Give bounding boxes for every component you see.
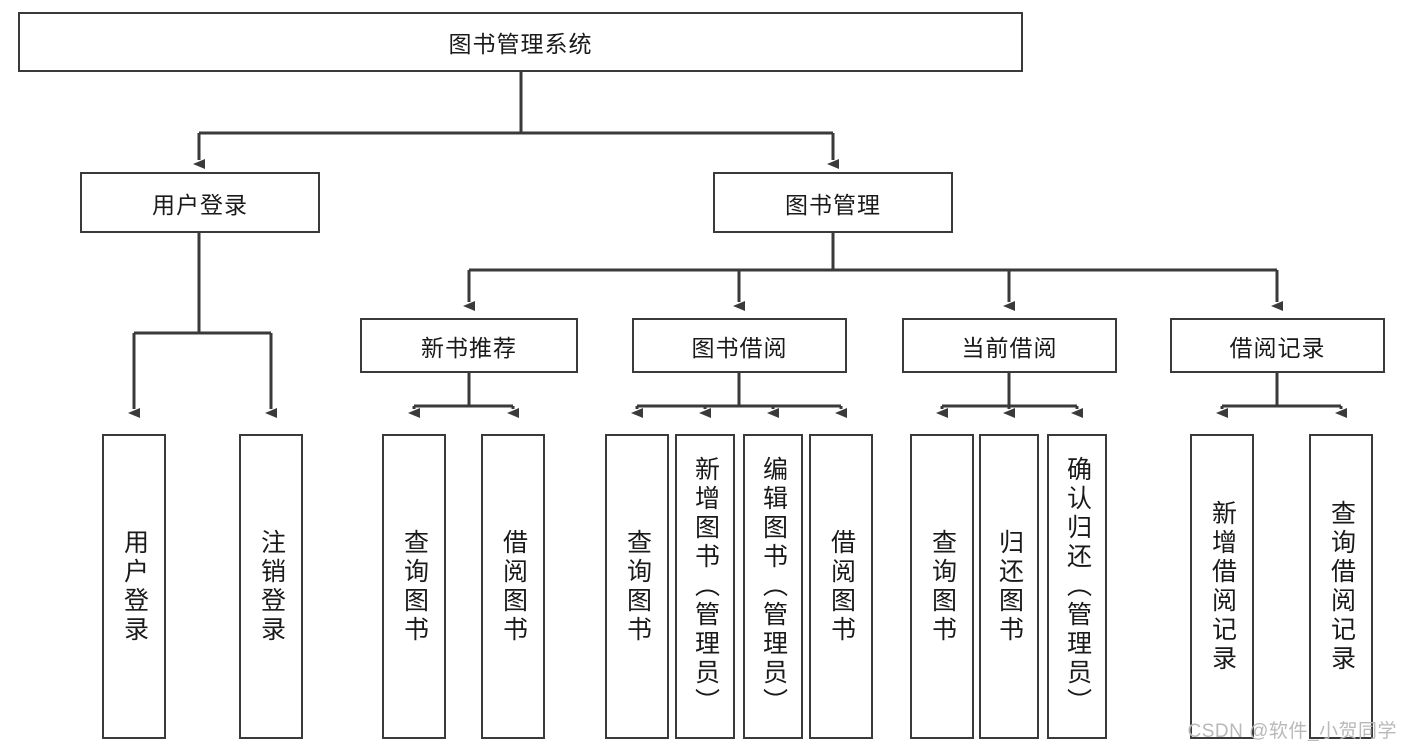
node-leaf-query-record-label: 查询借阅记录 <box>1327 499 1356 674</box>
node-leaf-add-book[interactable]: 新增图书（管理员） <box>675 434 735 739</box>
node-root-label: 图书管理系统 <box>448 31 593 57</box>
node-book-manage-label: 图书管理 <box>785 191 881 218</box>
node-leaf-confirm-return[interactable]: 确认归还（管理员） <box>1047 434 1107 739</box>
edge-current-borrow-to-leaves <box>936 373 1083 418</box>
node-leaf-edit-book[interactable]: 编辑图书（管理员） <box>743 434 803 739</box>
node-new-book-recommend-label: 新书推荐 <box>421 334 517 361</box>
node-root[interactable]: 图书管理系统 <box>18 12 1023 72</box>
node-leaf-query-book-3-label: 查询图书 <box>928 528 957 645</box>
node-leaf-query-book-2[interactable]: 查询图书 <box>605 434 669 739</box>
node-leaf-borrow-book-1-label: 借阅图书 <box>499 528 528 645</box>
node-leaf-add-record[interactable]: 新增借阅记录 <box>1190 434 1254 739</box>
node-current-borrow[interactable]: 当前借阅 <box>902 318 1117 373</box>
node-leaf-add-record-label: 新增借阅记录 <box>1208 499 1237 674</box>
node-leaf-user-login-label: 用户登录 <box>120 528 149 645</box>
node-leaf-borrow-book-2[interactable]: 借阅图书 <box>809 434 873 739</box>
node-book-borrow[interactable]: 图书借阅 <box>632 318 847 373</box>
node-leaf-return-book[interactable]: 归还图书 <box>979 434 1039 739</box>
node-book-borrow-label: 图书借阅 <box>691 334 788 361</box>
node-borrow-record-label: 借阅记录 <box>1229 334 1326 361</box>
node-leaf-return-book-label: 归还图书 <box>995 528 1024 645</box>
node-user-login-label: 用户登录 <box>152 191 248 218</box>
edge-user-login-to-leaves <box>128 233 277 418</box>
node-leaf-edit-book-label: 编辑图书（管理员） <box>759 456 788 717</box>
node-leaf-query-book-1-label: 查询图书 <box>400 528 429 645</box>
edge-root-to-level2 <box>193 72 839 169</box>
node-new-book-recommend[interactable]: 新书推荐 <box>360 318 578 373</box>
node-leaf-add-book-label: 新增图书（管理员） <box>691 456 720 717</box>
node-leaf-user-logout[interactable]: 注销登录 <box>239 434 303 739</box>
node-leaf-user-login[interactable]: 用户登录 <box>102 434 166 739</box>
node-leaf-borrow-book-2-label: 借阅图书 <box>827 528 856 645</box>
edge-borrow-record-to-leaves <box>1216 373 1347 418</box>
node-leaf-query-book-3[interactable]: 查询图书 <box>910 434 974 739</box>
edge-book-borrow-to-leaves <box>631 373 847 418</box>
node-current-borrow-label: 当前借阅 <box>961 334 1058 361</box>
node-leaf-query-book-2-label: 查询图书 <box>623 528 652 645</box>
node-user-login[interactable]: 用户登录 <box>80 172 320 233</box>
node-leaf-user-logout-label: 注销登录 <box>257 528 286 645</box>
edge-book-manage-to-level3 <box>463 233 1283 311</box>
edge-new-book-recommend-to-leaves <box>408 373 519 418</box>
node-leaf-borrow-book-1[interactable]: 借阅图书 <box>481 434 545 739</box>
node-leaf-confirm-return-label: 确认归还（管理员） <box>1063 456 1092 717</box>
node-borrow-record[interactable]: 借阅记录 <box>1170 318 1385 373</box>
node-book-manage[interactable]: 图书管理 <box>713 172 953 233</box>
node-leaf-query-record[interactable]: 查询借阅记录 <box>1309 434 1373 739</box>
watermark-text: CSDN @软件_小贺同学 <box>1187 721 1397 742</box>
node-leaf-query-book-1[interactable]: 查询图书 <box>382 434 446 739</box>
